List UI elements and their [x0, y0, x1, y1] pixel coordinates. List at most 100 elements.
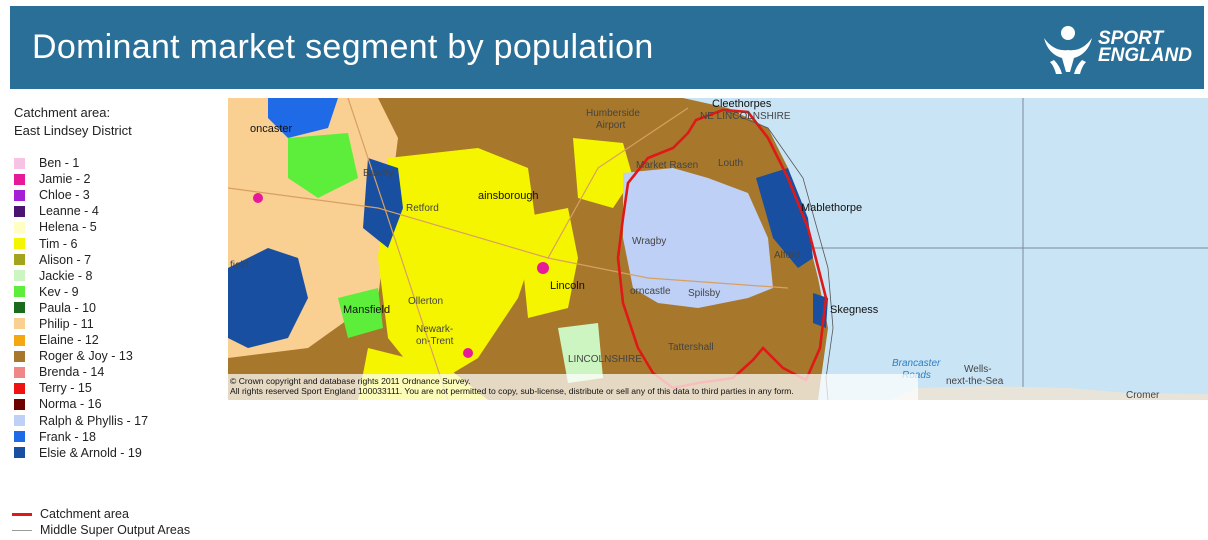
- legend-swatch: [14, 382, 25, 394]
- legend-item: Alison - 7: [14, 252, 148, 268]
- region-ralph-phyllis: [623, 168, 773, 308]
- place-on-trent: on-Trent: [416, 336, 454, 347]
- place-newark: Newark-: [416, 324, 454, 335]
- region-jamie: [253, 193, 263, 203]
- sport-england-logo-icon: [1044, 26, 1092, 74]
- legend-item: Jackie - 8: [14, 268, 148, 284]
- place-ollerton: Ollerton: [408, 296, 444, 307]
- legend-swatch: [14, 221, 25, 233]
- legend-item: Brenda - 14: [14, 364, 148, 380]
- legend-swatch: [14, 286, 25, 298]
- legend-item: Roger & Joy - 13: [14, 348, 148, 364]
- map-canvas: [228, 98, 1208, 400]
- region-jackie: [558, 323, 603, 383]
- place-next-the-sea: next-the-Sea: [946, 376, 1004, 387]
- legend-label: Jackie - 8: [39, 268, 93, 283]
- legend-label: Jamie - 2: [39, 172, 91, 187]
- segment-map[interactable]: Cleethorpes NE LINCOLNSHIRE Humberside A…: [228, 98, 1208, 400]
- legend-label: Leanne - 4: [39, 204, 99, 219]
- place-louth: Louth: [718, 158, 744, 169]
- legend-swatch: [14, 189, 25, 201]
- region-frank: [268, 98, 338, 138]
- region-elsie-arnold-coast: [756, 168, 813, 268]
- region-kev: [288, 133, 358, 198]
- place-airport: Airport: [596, 120, 626, 131]
- place-mansfield: Mansfield: [343, 304, 391, 316]
- legend-swatch: [14, 350, 25, 362]
- place-gainsborough: ainsborough: [478, 190, 539, 202]
- place-retford: Retford: [406, 203, 439, 214]
- road: [347, 98, 449, 400]
- legend-item: Philip - 11: [14, 316, 148, 332]
- legend-swatch: [14, 415, 25, 427]
- legend-swatch: [14, 205, 25, 217]
- place-humberside: Humberside: [586, 108, 640, 119]
- legend-swatch: [14, 398, 25, 410]
- legend-swatch: [14, 270, 25, 282]
- place-lincoln: Lincoln: [550, 280, 585, 292]
- line-legend-label: Catchment area: [40, 507, 129, 521]
- place-spilsby: Spilsby: [688, 288, 721, 299]
- region-elsie-arnold: [228, 248, 308, 348]
- legend-label: Ralph & Phyllis - 17: [39, 413, 149, 428]
- legend-label: Ben - 1: [39, 156, 80, 171]
- legend-label: Frank - 18: [39, 429, 96, 444]
- legend-label: Tim - 6: [39, 236, 78, 251]
- region-jamie: [463, 348, 473, 358]
- catchment-name: East Lindsey District: [14, 123, 132, 138]
- legend-item: Jamie - 2: [14, 171, 148, 187]
- legend-item: Elaine - 12: [14, 332, 148, 348]
- catchment-label: Catchment area:: [14, 105, 111, 120]
- legend-label: Brenda - 14: [39, 365, 105, 380]
- legend-item: Ralph & Phyllis - 17: [14, 413, 148, 429]
- legend-item: Helena - 5: [14, 219, 148, 235]
- place-field: field: [230, 260, 249, 271]
- legend-label: Norma - 16: [39, 397, 102, 412]
- legend-swatch: [14, 318, 25, 330]
- place-horncastle: orncastle: [630, 286, 671, 297]
- place-wells: Wells-: [964, 364, 992, 375]
- region-tim-west: [378, 148, 538, 388]
- place-skegness: Skegness: [830, 304, 879, 316]
- legend-item: Norma - 16: [14, 396, 148, 412]
- legend-item: Paula - 10: [14, 300, 148, 316]
- line-legend-item: Middle Super Output Areas: [12, 522, 190, 538]
- legend-swatch: [14, 447, 25, 459]
- legend-swatch: [14, 173, 25, 185]
- copyright-notice: © Crown copyright and database rights 20…: [228, 374, 918, 400]
- place-doncaster: oncaster: [250, 123, 293, 135]
- place-brancaster: Brancaster: [892, 358, 941, 369]
- line-legend-item: Catchment area: [12, 506, 190, 522]
- copyright-line-2: All rights reserved Sport England 100033…: [230, 386, 794, 396]
- logo-wordmark: SPORT ENGLAND: [1098, 28, 1192, 66]
- place-lincolnshire: LINCOLNSHIRE: [568, 354, 642, 365]
- region-kev: [338, 288, 383, 338]
- line-legend-label: Middle Super Output Areas: [40, 523, 191, 537]
- place-mablethorpe: Mablethorpe: [801, 202, 863, 214]
- logo-line-2: ENGLAND: [1098, 45, 1192, 66]
- region-tim-north: [573, 138, 633, 208]
- page-title: Dominant market segment by population: [32, 28, 654, 66]
- logo-line-1: SPORT: [1098, 28, 1164, 49]
- legend-item: Frank - 18: [14, 429, 148, 445]
- legend-swatch: [14, 334, 25, 346]
- place-alford: Alford: [774, 250, 801, 261]
- legend-swatch: [14, 254, 25, 266]
- legend-label: Helena - 5: [39, 220, 97, 235]
- legend-item: Leanne - 4: [14, 203, 148, 219]
- catchment-line-swatch: [12, 512, 32, 516]
- legend-swatch: [14, 431, 25, 443]
- legend-label: Elaine - 12: [39, 333, 99, 348]
- sport-england-logo: SPORT ENGLAND: [1040, 20, 1200, 76]
- place-market-rasen: Market Rasen: [636, 160, 699, 171]
- legend-label: Elsie & Arnold - 19: [39, 445, 142, 460]
- land-norfolk: [888, 386, 1208, 400]
- region-tim-central: [518, 208, 578, 318]
- legend-label: Philip - 11: [39, 316, 94, 331]
- catchment-info: Catchment area: East Lindsey District: [14, 104, 132, 140]
- legend-swatch: [14, 157, 25, 169]
- place-tattershall: Tattershall: [668, 342, 714, 353]
- header-banner: Dominant market segment by population SP…: [10, 6, 1204, 89]
